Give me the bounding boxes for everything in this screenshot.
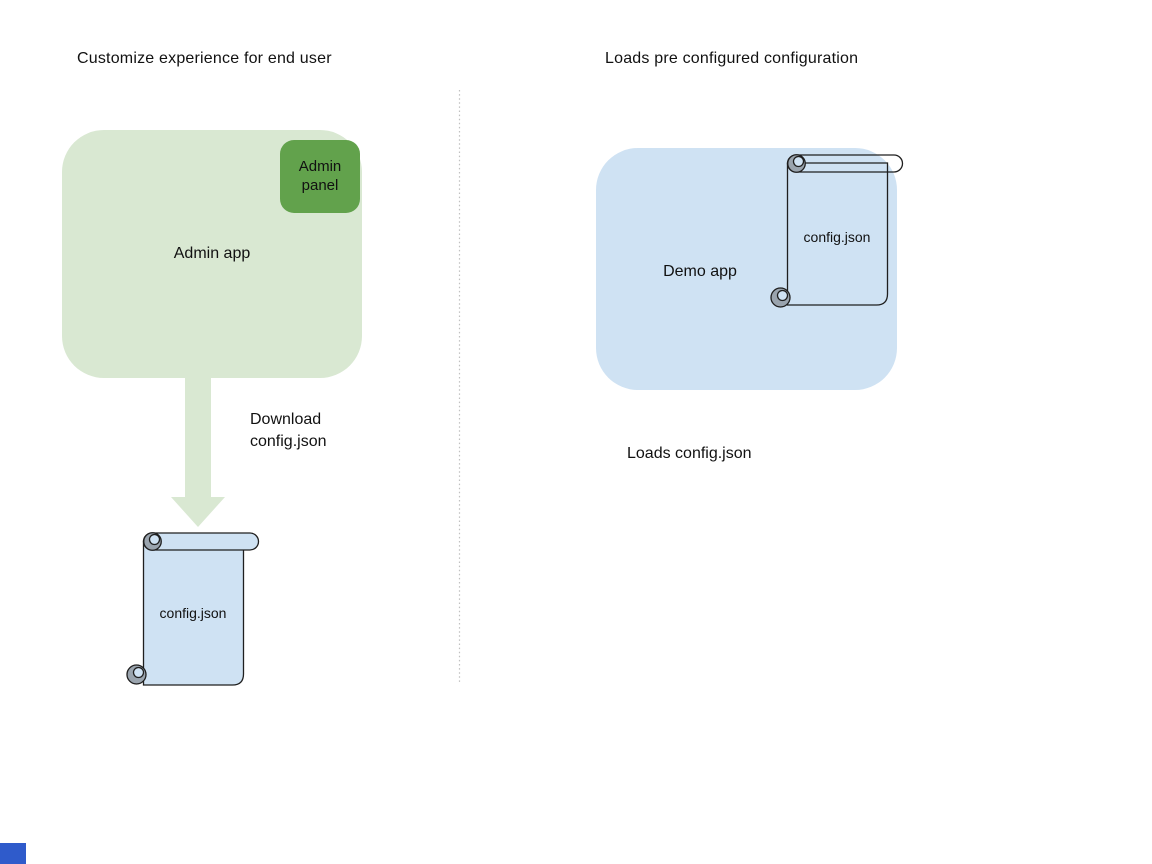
loads-config-caption: Loads config.json xyxy=(627,445,752,462)
config-json-label-right: config.json xyxy=(803,228,871,245)
config-scroll-left xyxy=(126,532,260,686)
config-scroll-right xyxy=(770,154,904,308)
scroll-bottom-curl-notch xyxy=(132,666,145,679)
config-json-label-left: config.json xyxy=(159,604,227,621)
corner-square xyxy=(0,843,26,864)
demo-app-box xyxy=(596,148,897,390)
demo-app-label: Demo app xyxy=(663,263,737,280)
download-arrow xyxy=(171,378,225,527)
scroll-top-curl-notch xyxy=(148,533,161,546)
scroll-bottom-curl-notch xyxy=(776,289,789,302)
right-section-title: Loads pre configured configuration xyxy=(605,50,859,67)
left-section-title: Customize experience for end user xyxy=(77,50,332,67)
scroll-top-curl-notch xyxy=(792,155,805,168)
scroll-body xyxy=(786,162,889,306)
download-config-caption: Download config.json xyxy=(250,411,327,450)
admin-app-label: Admin app xyxy=(173,244,251,262)
scroll-body xyxy=(142,540,245,686)
admin-panel-box xyxy=(280,140,360,213)
admin-panel-label: Admin panel xyxy=(298,157,342,194)
